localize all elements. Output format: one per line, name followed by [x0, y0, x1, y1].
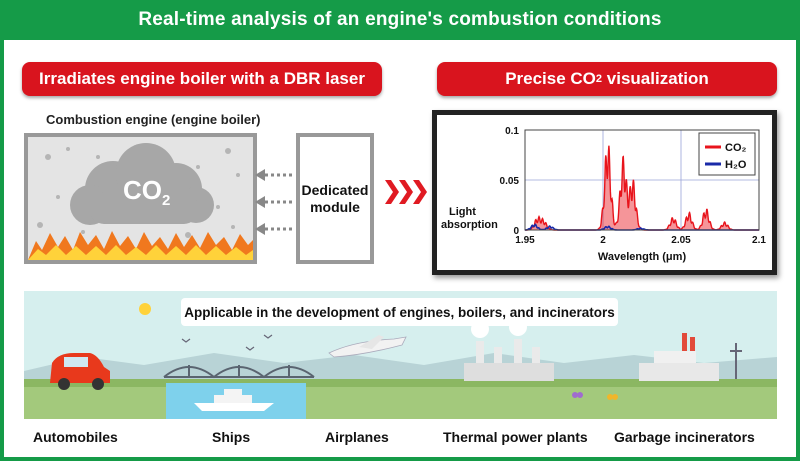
x-tick-label: 2 [600, 235, 606, 246]
app-label-ships: Ships [212, 429, 251, 445]
module-label-line2: module [310, 198, 360, 215]
app-label-thermal-power-plants: Thermal power plants [443, 429, 588, 445]
engine-box: CO2 [24, 133, 257, 264]
plot-frame [524, 129, 760, 231]
engine-illustration [28, 143, 253, 260]
module-label-line1: Dedicated [301, 181, 369, 198]
app-label-automobiles: Automobiles [33, 429, 118, 445]
dedicated-module: Dedicated module [296, 133, 374, 264]
co2-chart-monitor: 1.95 2 2.05 2.1 0 0.05 0.1 CO₂ H₂O Wavelength (… [432, 110, 777, 275]
co2-cloud-label: CO2 [123, 175, 171, 209]
header-banner: Real-time analysis of an engine's combus… [0, 0, 800, 40]
co2-cloud [70, 143, 214, 225]
y-tick-label: 0.1 [505, 126, 519, 137]
x-tick-label: 2.1 [752, 235, 766, 246]
applications-banner-text: Applicable in the development of engines… [184, 304, 615, 320]
bridge-icon [163, 365, 315, 379]
x-axis-label: Wavelength (μm) [598, 251, 687, 263]
y-tick-label: 0.05 [500, 176, 520, 187]
car-icon [50, 353, 110, 390]
applications-banner: Applicable in the development of engines… [181, 298, 618, 326]
chevron-arrows-icon [385, 180, 427, 204]
butterfly-icon [572, 392, 583, 398]
birds [181, 334, 273, 351]
y-axis-label: Light absorption [441, 206, 498, 231]
absorption-chart: 1.95 2 2.05 2.1 0 0.05 0.1 CO₂ H₂O Wavelength (… [437, 115, 772, 270]
app-label-garbage-incinerators: Garbage incinerators [614, 429, 755, 445]
left-panel-title: Irradiates engine boiler with a DBR lase… [22, 62, 382, 96]
left-panel-title-text: Irradiates engine boiler with a DBR lase… [39, 69, 365, 88]
x-tick-label: 1.95 [515, 235, 535, 246]
ship-icon [194, 389, 274, 411]
butterfly-icon-2 [607, 394, 618, 400]
legend-label: H₂O [725, 159, 747, 171]
y-tick-label: 0 [513, 226, 519, 237]
sun-icon [139, 303, 151, 315]
airplane-icon [328, 335, 407, 358]
incinerator-icon [639, 333, 742, 381]
soot-particles [37, 147, 240, 238]
legend-label: CO₂ [725, 142, 747, 154]
flames [28, 231, 253, 260]
x-tick-label: 2.05 [671, 235, 691, 246]
header-title: Real-time analysis of an engine's combus… [138, 9, 662, 30]
laser-arrows [255, 169, 295, 235]
engine-label: Combustion engine (engine boiler) [46, 112, 261, 127]
legend-box [698, 132, 756, 176]
app-label-airplanes: Airplanes [325, 429, 389, 445]
